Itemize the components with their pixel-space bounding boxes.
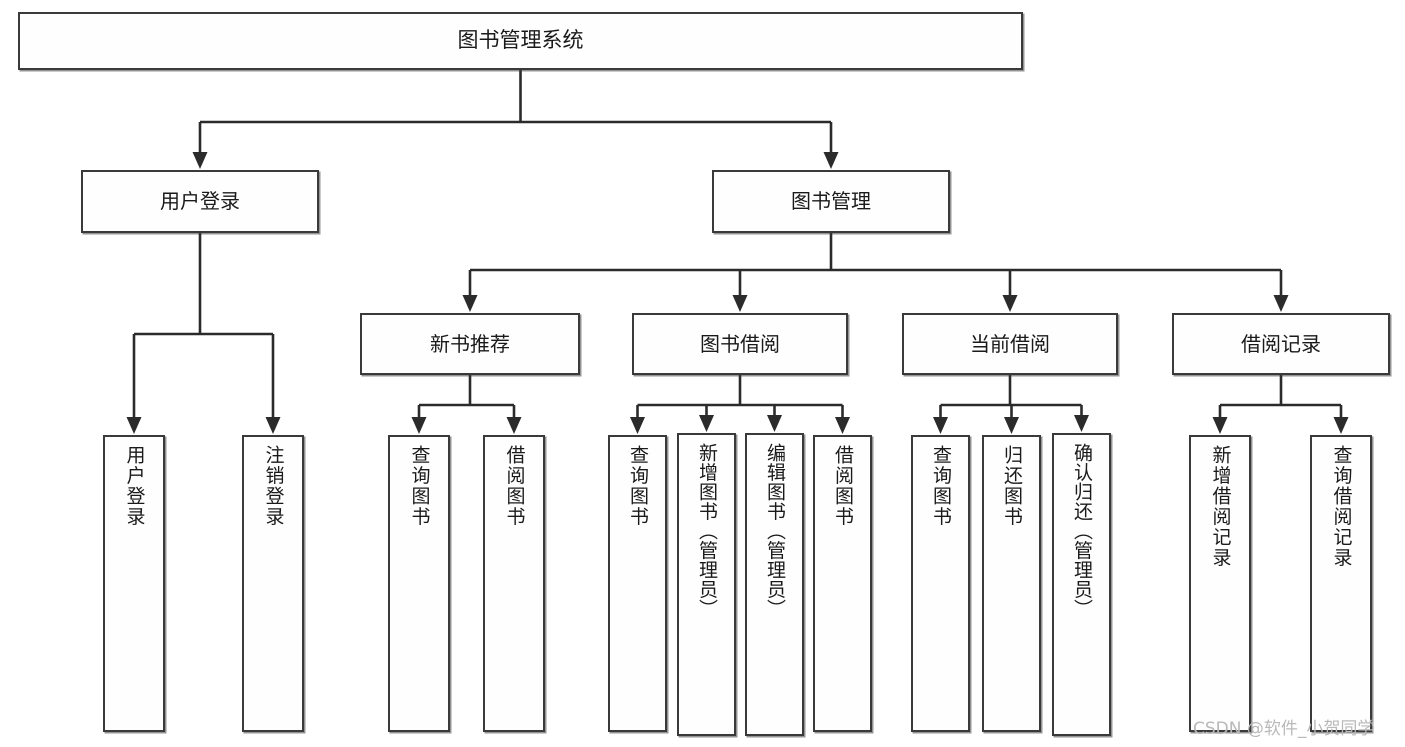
arrow-head-leaf-query-1 xyxy=(411,417,427,434)
node-label: 查询图书 xyxy=(408,445,431,527)
node-label: 用户登录 xyxy=(123,445,146,527)
node-leaf-confirm[interactable]: 确认归还（管理员） xyxy=(1052,433,1111,736)
node-label: 图书管理系统 xyxy=(457,28,584,53)
node-label: 新增图书（管理员） xyxy=(696,443,718,619)
node-login[interactable]: 用户登录 xyxy=(81,170,319,233)
node-current[interactable]: 当前借阅 xyxy=(902,313,1118,375)
arrow-head-leaf-borrow-1 xyxy=(506,417,522,434)
node-label: 查询图书 xyxy=(930,445,952,527)
arrow-head-leaf-edit-book xyxy=(767,415,782,432)
node-label: 用户登录 xyxy=(160,189,240,214)
node-leaf-query-2[interactable]: 查询图书 xyxy=(608,435,667,732)
arrow-head-leaf-borrow-2 xyxy=(835,417,850,434)
node-label: 查询借阅记录 xyxy=(1330,445,1353,568)
node-leaf-logout[interactable]: 注销登录 xyxy=(242,435,304,732)
arrow-head-leaf-user-login xyxy=(126,417,142,434)
node-label: 新书推荐 xyxy=(430,331,510,356)
arrow-head-leaf-query-record xyxy=(1333,417,1349,434)
arrow-head-login xyxy=(192,152,208,169)
arrow-head-leaf-return xyxy=(1004,417,1019,434)
node-label: 借阅图书 xyxy=(503,445,526,527)
node-leaf-add-book[interactable]: 新增图书（管理员） xyxy=(677,433,736,736)
node-leaf-add-record[interactable]: 新增借阅记录 xyxy=(1189,435,1251,732)
node-leaf-query-record[interactable]: 查询借阅记录 xyxy=(1310,435,1372,732)
node-leaf-query-1[interactable]: 查询图书 xyxy=(388,435,450,732)
arrow-head-bookmgmt xyxy=(823,152,839,169)
arrow-head-current xyxy=(1002,295,1018,312)
node-label: 确认归还（管理员） xyxy=(1071,443,1093,619)
node-leaf-return[interactable]: 归还图书 xyxy=(982,435,1041,732)
node-label: 借阅图书 xyxy=(832,445,854,527)
node-leaf-query-3[interactable]: 查询图书 xyxy=(911,435,970,732)
node-records[interactable]: 借阅记录 xyxy=(1172,313,1390,375)
arrow-head-leaf-add-record xyxy=(1212,417,1228,434)
edges-group xyxy=(126,70,1349,434)
node-label: 借阅记录 xyxy=(1241,331,1321,356)
node-label: 新增借阅记录 xyxy=(1209,445,1232,568)
node-borrow[interactable]: 图书借阅 xyxy=(632,313,848,375)
node-label: 编辑图书（管理员） xyxy=(764,443,786,619)
arrow-head-leaf-logout xyxy=(265,417,281,434)
arrow-head-leaf-add-book xyxy=(699,415,714,432)
node-leaf-borrow-2[interactable]: 借阅图书 xyxy=(813,435,872,732)
node-label: 注销登录 xyxy=(262,445,285,527)
arrow-head-leaf-query-2 xyxy=(630,417,645,434)
arrow-head-borrow xyxy=(732,295,748,312)
node-leaf-borrow-1[interactable]: 借阅图书 xyxy=(483,435,545,732)
node-root[interactable]: 图书管理系统 xyxy=(18,12,1023,70)
node-newbook[interactable]: 新书推荐 xyxy=(360,313,580,375)
node-label: 当前借阅 xyxy=(970,331,1050,356)
arrow-head-records xyxy=(1273,295,1289,312)
node-label: 图书管理 xyxy=(791,189,871,214)
node-leaf-edit-book[interactable]: 编辑图书（管理员） xyxy=(745,433,804,736)
arrow-head-leaf-confirm xyxy=(1074,415,1089,432)
node-leaf-user-login[interactable]: 用户登录 xyxy=(103,435,165,732)
watermark-label: CSDN @软件_小贺同学 xyxy=(1193,719,1375,739)
arrow-head-leaf-query-3 xyxy=(933,417,948,434)
arrow-head-newbook xyxy=(462,295,478,312)
node-label: 图书借阅 xyxy=(700,331,780,356)
node-label: 查询图书 xyxy=(627,445,649,527)
node-label: 归还图书 xyxy=(1001,445,1023,527)
node-bookmgmt[interactable]: 图书管理 xyxy=(712,170,950,233)
